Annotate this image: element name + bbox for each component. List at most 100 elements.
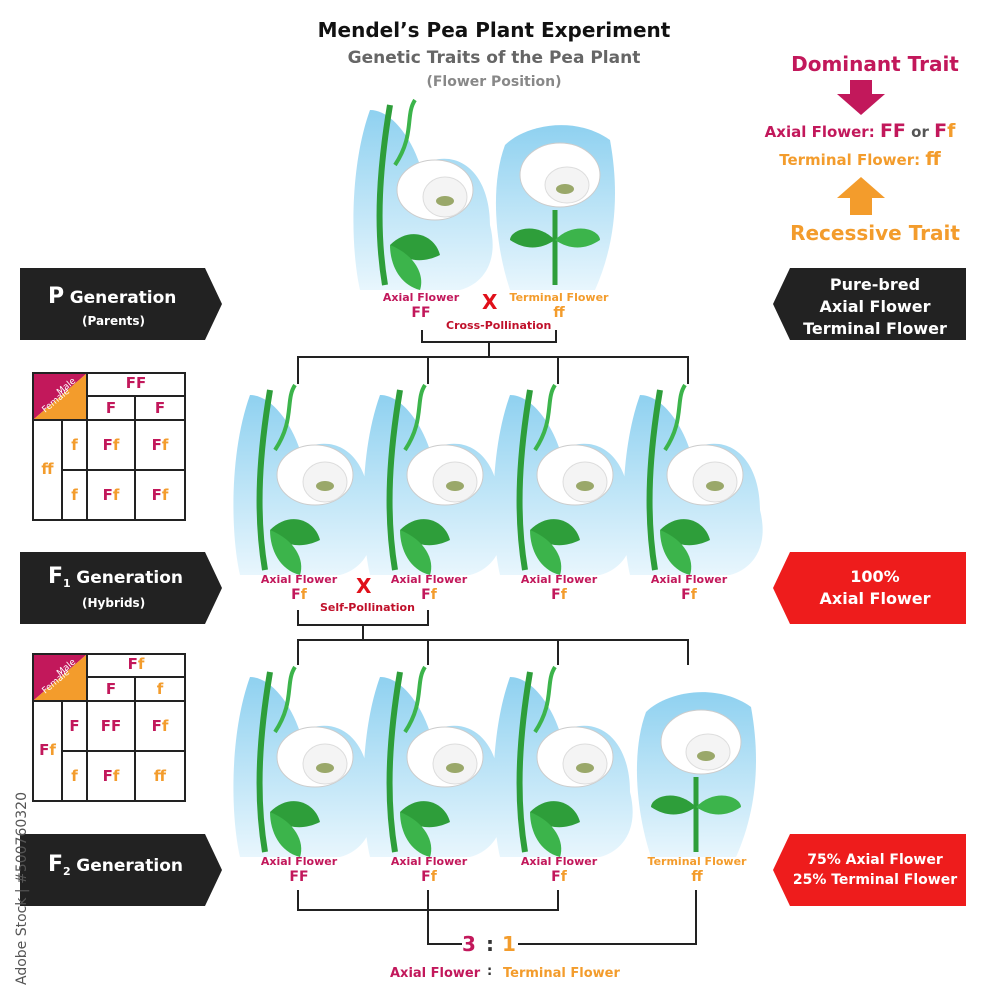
f2-tree-lines [297, 890, 697, 945]
page-subtitle-note: (Flower Position) [426, 74, 562, 90]
p-info-line-2: Axial Flower [819, 297, 931, 316]
p-axial-plant [353, 100, 492, 290]
punnett-2-cell-22-a: f [153, 767, 167, 785]
legend-dominant: Dominant Trait [791, 52, 959, 76]
punnett-1-col-2: F [154, 399, 166, 417]
ratio-recessive: 1 [502, 932, 516, 956]
legend-terminal-label: Terminal Flower: [779, 151, 921, 169]
f1-plant-2-g2: f [430, 587, 437, 603]
f1-plant-1-genotype: Ff [244, 587, 354, 603]
punnett-1-row-2: f [71, 486, 78, 504]
p-generation-title: P Generation [48, 284, 176, 309]
punnett-2-cell-11-a: F [100, 717, 111, 735]
f1-info-line-1: 100% [850, 567, 900, 586]
punnett-1-cell-12-b: f [161, 436, 169, 454]
f1-plant-2-g1: F [421, 587, 431, 603]
f2-plant-3-g2: f [560, 869, 567, 885]
punnett-2-cell-11: FF [87, 717, 135, 735]
f2-generation-title: F2 Generation [48, 852, 183, 878]
legend-axial-F: F [934, 120, 948, 142]
self-cross-x-icon: X [356, 574, 372, 598]
f1-plant-1-g2: f [300, 587, 307, 603]
f2-plant-1-g2: F [299, 869, 309, 885]
f2-generation-label: Generation [76, 856, 183, 876]
f1-info-line-2: Axial Flower [819, 589, 931, 608]
punnett-1-cell-22-b: f [161, 486, 169, 504]
f2-info-line-2: 25% Terminal Flower [792, 872, 958, 888]
ratio-dominant: 3 [462, 932, 476, 956]
punnett-1-cell-11-b: f [112, 436, 120, 454]
f1-plant-3-g2: f [560, 587, 567, 603]
f2-plant-1 [233, 667, 372, 857]
p-terminal-label: Terminal Flower [509, 291, 609, 304]
p-generation-label: Generation [69, 288, 177, 308]
f1-plant-3-genotype: Ff [504, 587, 614, 603]
legend-recessive: Recessive Trait [790, 221, 960, 245]
f2-plant-4-g1: f [691, 869, 703, 885]
f1-plant-4-g1: F [681, 587, 691, 603]
f2-plant-1-label: Axial Flower [260, 855, 338, 868]
punnett-2-corner: Male Female [34, 657, 86, 701]
f1-info-box [773, 552, 966, 624]
punnett-2-left-F: F [39, 741, 50, 759]
punnett-1-cell-21-a: F [102, 486, 113, 504]
f2-plant-2-g2: f [430, 869, 437, 885]
f2-info-line-1: 75% Axial Flower [807, 852, 943, 868]
p-axial-label: Axial Flower [382, 291, 460, 304]
p-letter: P [48, 284, 65, 309]
f2-plant-4 [637, 692, 756, 857]
punnett-2-top-f: f [137, 655, 145, 673]
page-title: Mendel’s Pea Plant Experiment [317, 18, 671, 42]
page-subtitle: Genetic Traits of the Pea Plant [347, 48, 641, 68]
p-axial-genotype: FF [411, 305, 431, 321]
f1-generation-box [20, 552, 222, 624]
f1-plant-2-genotype: Ff [374, 587, 484, 603]
legend-terminal-ff: ff [925, 148, 941, 170]
p-info-text: Pure-bred Axial Flower Terminal Flower [790, 274, 960, 340]
punnett-1-col-1: F [105, 399, 117, 417]
f1-tree-lines [297, 610, 689, 665]
punnett-1-cell-12-a: F [151, 436, 162, 454]
f1-plant-2 [363, 385, 502, 575]
punnett-2-cell-11-b: F [111, 717, 122, 735]
punnett-square-2 [32, 653, 186, 802]
legend-axial-label: Axial Flower: [764, 123, 875, 141]
p-generation-box [20, 268, 222, 340]
p-generation-sub: (Parents) [82, 314, 146, 328]
punnett-2-cell-21-b: f [112, 767, 120, 785]
punnett-2-col-1: F [105, 680, 117, 698]
punnett-1-top: FF [125, 374, 147, 392]
punnett-2-cell-21-a: F [102, 767, 113, 785]
punnett-2-cell-12-a: F [151, 717, 162, 735]
stock-watermark: Adobe Stock | #500760320 [14, 792, 30, 985]
f2-plant-4-label: Terminal Flower [647, 855, 747, 868]
f2-plant-3-g1: F [551, 869, 561, 885]
punnett-1-cell-21: Ff [87, 486, 135, 504]
f1-plant-2-label: Axial Flower [390, 573, 468, 586]
recessive-arrow-icon [837, 177, 885, 215]
p-terminal-genotype: ff [553, 305, 565, 321]
punnett-2-cell-12-b: f [161, 717, 169, 735]
ratio-recessive-label: Terminal Flower [503, 966, 620, 981]
p-info-line-1: Pure-bred [829, 275, 921, 294]
legend-axial-ff: FF [879, 120, 906, 142]
punnett-square-1 [32, 372, 186, 521]
f1-generation-sub: (Hybrids) [82, 596, 146, 610]
legend-axial-f: f [947, 120, 956, 142]
ratio-dominant-label: Axial Flower [390, 966, 481, 981]
p-terminal-plant [496, 125, 615, 290]
f1-generation-label: Generation [76, 568, 183, 588]
p-info-box [773, 268, 966, 340]
f1-plant-3-g1: F [551, 587, 561, 603]
p-tree-lines [297, 330, 689, 384]
f1-plant-3-label: Axial Flower [520, 573, 598, 586]
ratio-colon: : [486, 932, 494, 956]
punnett-1-cell-11: Ff [87, 436, 135, 454]
p-info-line-3: Terminal Flower [803, 319, 947, 338]
f1-plant-4-genotype: Ff [634, 587, 744, 603]
f2-plant-2-label: Axial Flower [390, 855, 468, 868]
punnett-2-top-F: F [127, 655, 138, 673]
f1-subscript: 1 [63, 577, 71, 591]
punnett-2-cell-21: Ff [87, 767, 135, 785]
punnett-2-top: Ff [87, 655, 185, 673]
